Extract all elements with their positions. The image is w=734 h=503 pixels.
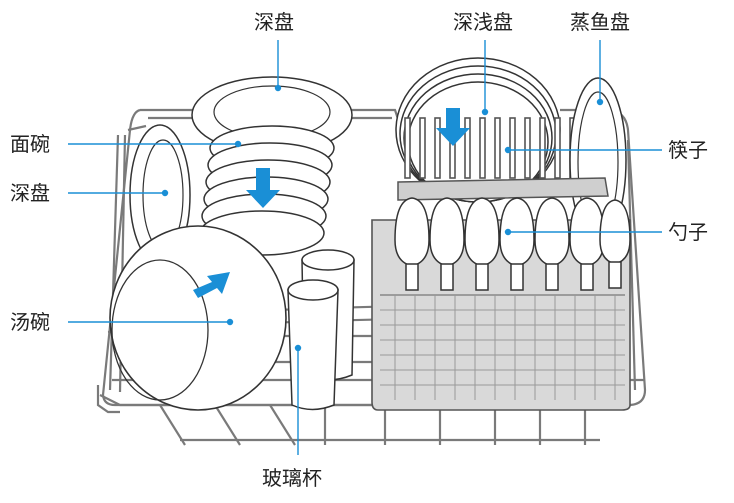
right-arrow-icon <box>193 272 230 298</box>
label-chopsticks: 筷子 <box>668 138 708 162</box>
label-spoon: 勺子 <box>668 220 708 244</box>
glass-cups <box>287 249 355 411</box>
direction-arrows <box>193 108 470 298</box>
down-arrow-icon <box>436 108 470 146</box>
leader-lines <box>68 40 662 455</box>
soup-bowl <box>109 225 287 411</box>
label-glass-cup: 玻璃杯 <box>262 466 322 490</box>
label-deep-shallow-plate: 深浅盘 <box>453 10 513 34</box>
soup-bowl-rim <box>111 259 209 401</box>
label-noodle-bowl: 面碗 <box>10 132 50 156</box>
label-soup-bowl: 汤碗 <box>10 310 50 334</box>
label-deep-plate-top: 深盘 <box>254 10 294 34</box>
label-deep-plate-left: 深盘 <box>10 181 50 205</box>
label-steamed-fish-plate: 蒸鱼盘 <box>570 10 630 34</box>
down-arrow-icon <box>246 168 280 208</box>
cutlery-basket <box>371 177 631 411</box>
